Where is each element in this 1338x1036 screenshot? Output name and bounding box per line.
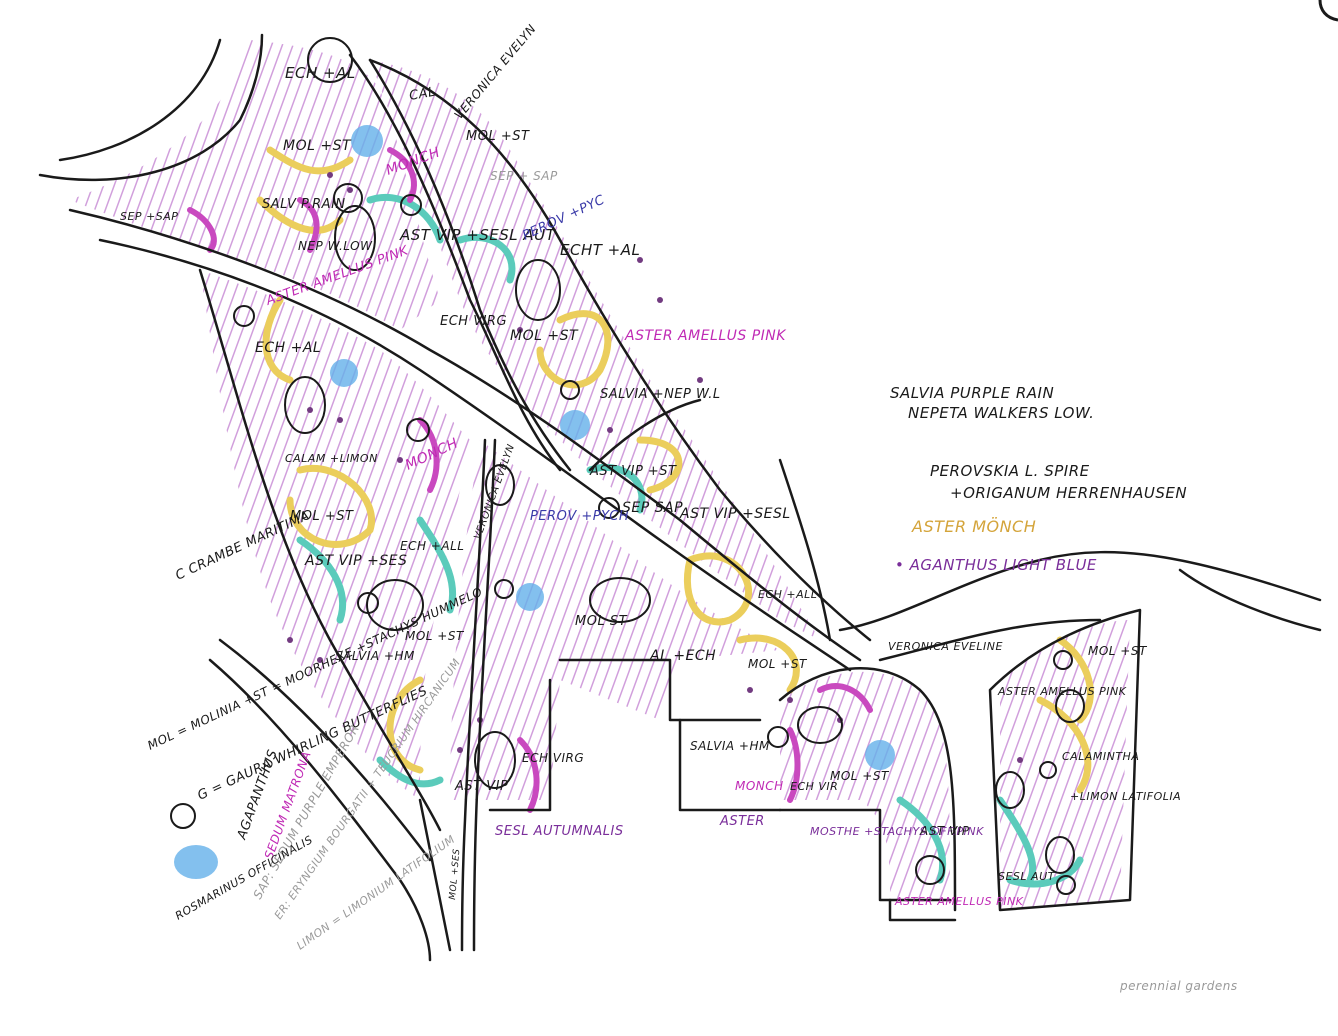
- label-mol-st-4: MOL +ST: [290, 509, 354, 524]
- label-veronica-evelyn: VERONICA EVELYN: [452, 22, 539, 122]
- label-sesl-aut: SESL AUTUMNALIS: [495, 824, 624, 839]
- label-cal: CAL: [408, 85, 437, 104]
- note-aster: ASTER MÖNCH: [911, 517, 1036, 536]
- label-mol-st-2: MOL +ST: [466, 129, 530, 144]
- bed-top-left: [70, 40, 440, 330]
- corner-mark: [1318, 0, 1338, 22]
- label-sep-sap-2: SEP +SAP: [120, 210, 178, 223]
- label-ech-al-top: ECH +AL: [285, 64, 356, 82]
- label-al-ech: AL +ECH: [649, 648, 716, 664]
- label-mol-st-1: MOL +ST: [283, 138, 352, 154]
- label-mol-st-9: MOL +ST: [830, 769, 890, 783]
- plant-blobs: [284, 37, 1085, 885]
- note-salvia: SALVIA PURPLE RAIN: [890, 384, 1054, 402]
- label-aster-amellus-5: ASTER AMELLUS PINK: [894, 895, 1024, 908]
- label-aster-amellus-2: ASTER AMELLUS PINK: [624, 328, 787, 344]
- label-ech-virg-2: ECH VIRG: [522, 751, 584, 765]
- note-nepeta: NEPETA WALKERS LOW.: [908, 404, 1094, 422]
- label-ast-vip-5: AST VIP: [919, 824, 970, 838]
- signature: perennial gardens: [1119, 979, 1238, 993]
- label-sep-sap-3: SEP SAP: [622, 500, 683, 516]
- label-perov-pych-2: PEROV +PYCH: [530, 509, 629, 524]
- bed-right-arch: [780, 671, 950, 900]
- rosemary-legend-blob: [174, 845, 218, 879]
- label-nep-wlow: NEP W.LOW: [298, 239, 373, 253]
- label-mol-st-3: MOL +ST: [510, 328, 579, 344]
- bed-far-right: [1000, 620, 1130, 910]
- label-limon-lat: +LIMON LATIFOLIA: [1070, 790, 1181, 803]
- note-perovskia: PEROVSKIA L. SPIRE: [930, 462, 1090, 480]
- label-monch-3: MONCH: [735, 779, 784, 793]
- label-salvia-hm: SALVIA +HM: [335, 649, 415, 663]
- label-aster-amellus-3: ASTER AMELLUS PINK: [997, 685, 1127, 698]
- note-origanum: +ORIGANUM HERRENHAUSEN: [950, 484, 1187, 502]
- rosemary-blob: [351, 125, 383, 157]
- label-aster-4: ASTER: [719, 814, 765, 829]
- bed-left-mid: [200, 270, 470, 800]
- label-ast-vip-ses: AST VIP +SES: [304, 553, 407, 569]
- label-salvia-nep: SALVIA +NEP W.L: [600, 387, 721, 402]
- label-ech-all-4: ECH +ALL: [400, 539, 464, 553]
- label-mol-st-7: MOL +ST: [748, 657, 808, 671]
- label-ast-vip-2: AST VIP +ST: [589, 464, 677, 479]
- label-ast-vip-1: AST VIP +SESL AUT: [399, 226, 557, 244]
- label-calam-limon: CALAM +LIMON: [285, 452, 378, 465]
- label-mosthe: MOSTHE +STACHYS OFF.PINK: [810, 825, 984, 838]
- label-salvia-hm-2: SALVIA +HM: [690, 739, 770, 753]
- label-mol-st-8: MOL +ST: [1088, 644, 1148, 658]
- right-notes: SALVIA PURPLE RAIN NEPETA WALKERS LOW. P…: [890, 384, 1187, 574]
- label-ech-al-3: ECH +AL: [255, 340, 321, 356]
- label-sesl-aut-2: SESL AUT: [998, 870, 1056, 883]
- bed-top-right: [370, 60, 820, 640]
- label-ast-vip-4: AST VIP: [454, 779, 508, 794]
- label-sep-sap: SEP + SAP: [490, 169, 558, 183]
- label-ech-al-2: ECHT +AL: [560, 241, 640, 259]
- label-ast-vip-3: AST VIP +SESL: [679, 506, 791, 522]
- label-veronica-3: VERONICA EVELINE: [888, 640, 1003, 653]
- note-agapanthus: • AGANTHUS LIGHT BLUE: [895, 556, 1097, 574]
- label-mol-ses: MOL +SES: [448, 848, 462, 900]
- bed-center: [450, 440, 780, 800]
- label-ech-vir: ECH VIR: [790, 780, 838, 793]
- label-mol-st-6: MOL ST: [575, 614, 628, 629]
- label-salv-prain: SALV P.RAIN: [262, 197, 346, 212]
- label-ech-virg: ECH VIRG: [440, 314, 507, 329]
- rosemary-blob: [330, 359, 358, 387]
- gaura-markers: [170, 194, 1076, 895]
- label-calamintha: CALAMINTHA: [1062, 750, 1139, 763]
- rosemary-blob: [865, 740, 895, 770]
- label-mol-st-5: MOL +ST: [405, 629, 465, 643]
- rosemary-blob: [516, 583, 544, 611]
- label-ech-all-5: ECH +ALL: [758, 588, 817, 601]
- path-outlines: [38, 33, 1322, 962]
- rosemary-blob: [560, 410, 590, 440]
